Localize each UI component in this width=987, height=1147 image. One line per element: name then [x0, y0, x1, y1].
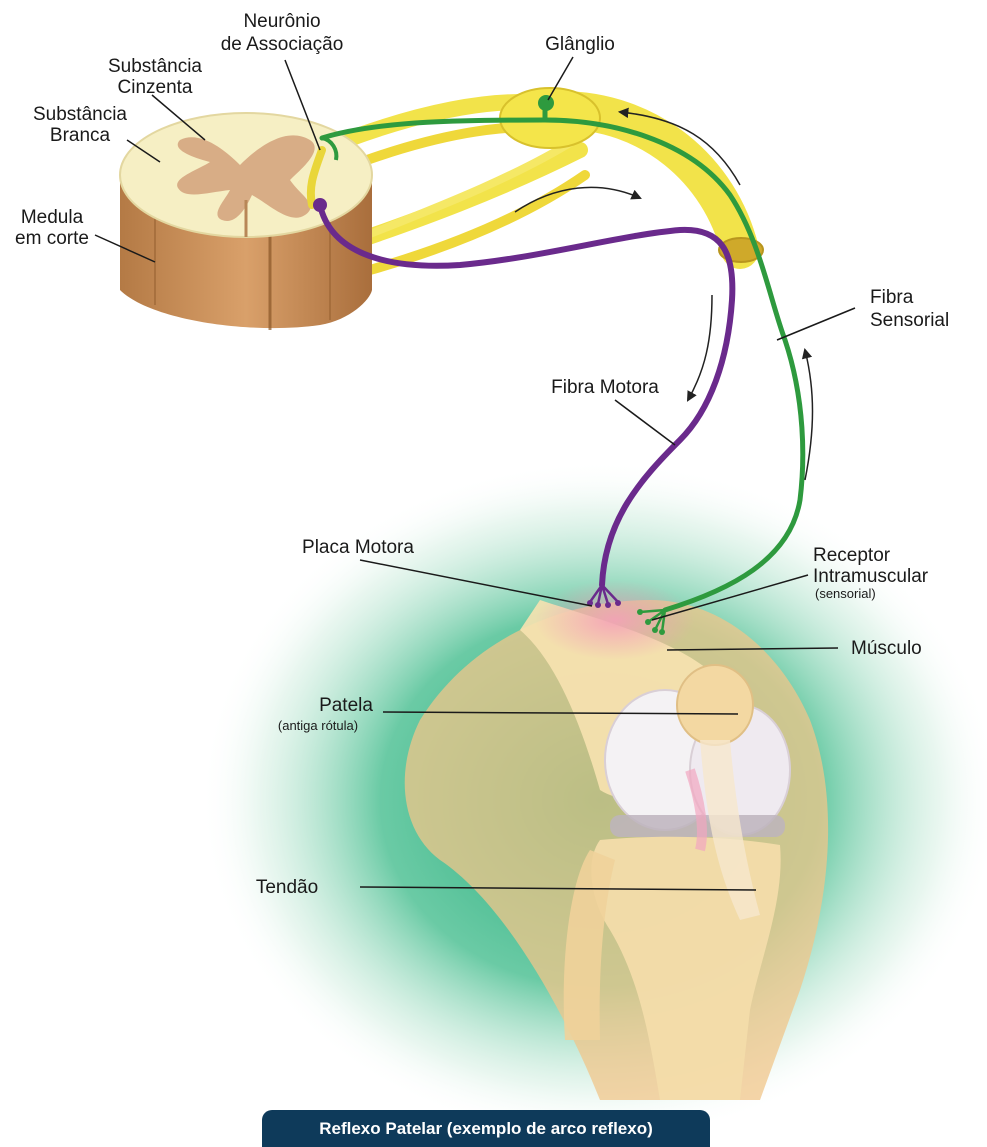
label-patela-sub: (antiga rótula) [278, 718, 358, 733]
muscle-pink-glow [535, 580, 695, 660]
label-receptor-3: (sensorial) [815, 586, 876, 601]
label-ganglio: Glânglio [545, 34, 615, 55]
label-medula-2: em corte [15, 228, 89, 249]
motor-neuron-body [313, 198, 327, 212]
label-musculo: Músculo [851, 638, 922, 659]
label-associacao: de Associação [221, 34, 344, 55]
leader-fibra-motora [615, 400, 675, 445]
ganglion-cell-body [538, 95, 554, 111]
label-receptor-2: Intramuscular [813, 566, 929, 587]
label-fibra-sensorial-1: Fibra [870, 287, 914, 308]
patella-bone [677, 665, 753, 745]
arrow-down-motor [688, 295, 712, 400]
label-placa-motora: Placa Motora [302, 537, 414, 558]
nerve-bundle [320, 88, 763, 270]
label-neuronio: Neurônio [243, 11, 320, 32]
label-patela: Patela [319, 695, 373, 716]
leader-fibra-sensorial [777, 308, 855, 340]
label-substancia-cinzenta-1: Substância [108, 56, 202, 77]
caption-banner: Reflexo Patelar (exemplo de arco reflexo… [262, 1110, 710, 1147]
label-substancia-branca-1: Substância [33, 104, 127, 125]
arrow-up-sensory [805, 350, 813, 480]
label-fibra-sensorial-2: Sensorial [870, 310, 949, 331]
label-tendao: Tendão [256, 877, 318, 898]
label-receptor-1: Receptor [813, 545, 891, 566]
label-fibra-motora: Fibra Motora [551, 377, 659, 398]
label-medula-1: Medula [21, 207, 84, 228]
label-substancia-branca-2: Branca [50, 125, 111, 146]
label-substancia-cinzenta-2: Cinzenta [118, 77, 193, 98]
